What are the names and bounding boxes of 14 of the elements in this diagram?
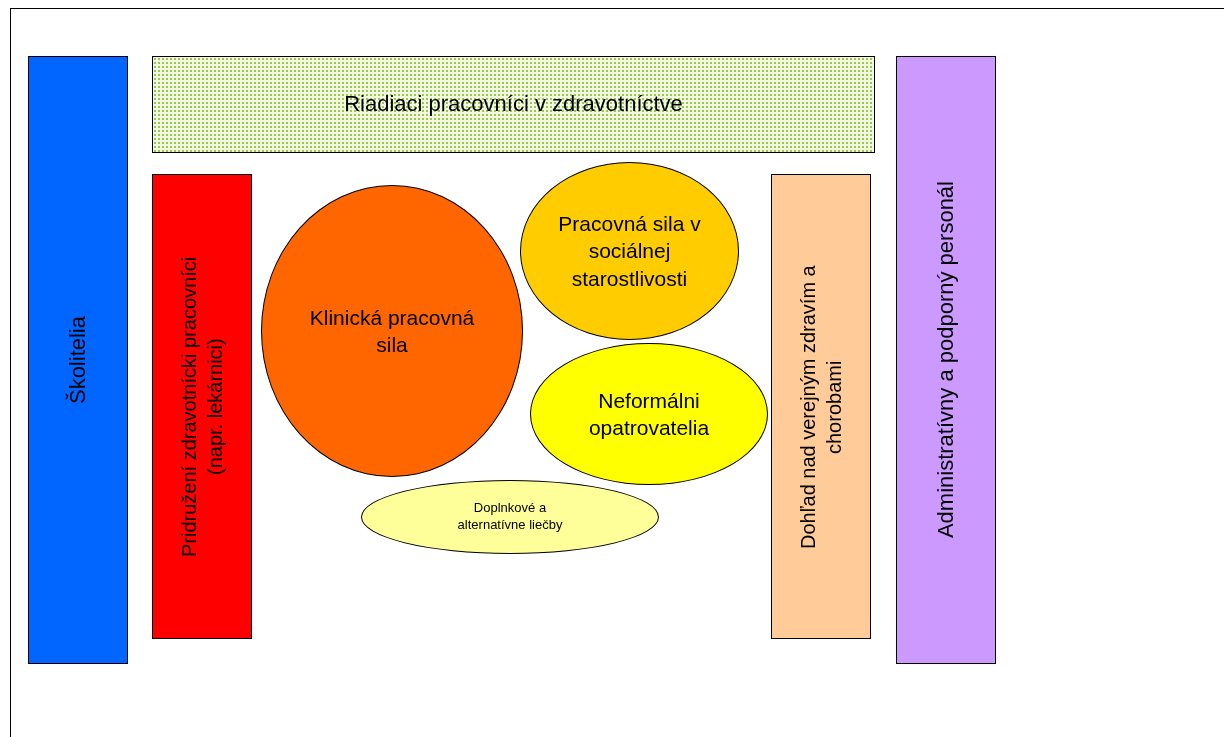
node-label: Školitelia — [63, 315, 91, 404]
node-label: Pridružení zdravotnícki pracovníci (napr. lekárnici) — [177, 255, 227, 559]
node-label: Pracovná sila v sociálnej starostlivosti — [557, 211, 702, 292]
node-label: Riadiaci pracovníci v zdravotníctve — [344, 90, 683, 119]
banner-box — [152, 56, 875, 153]
node-label: Klinická pracovná sila — [308, 304, 476, 358]
column-box — [28, 56, 128, 664]
node-label: Neformálni opatrovatelia — [587, 387, 711, 441]
column-box — [896, 56, 996, 664]
node-label: Administratívny a podporný personál — [931, 181, 959, 539]
node-label: Dohľad nad verejným zdravím a chorobami — [796, 263, 846, 551]
column-box — [152, 174, 252, 639]
column-box — [771, 174, 871, 639]
node-label: Doplnkové a alternatívne liečby — [456, 500, 564, 534]
